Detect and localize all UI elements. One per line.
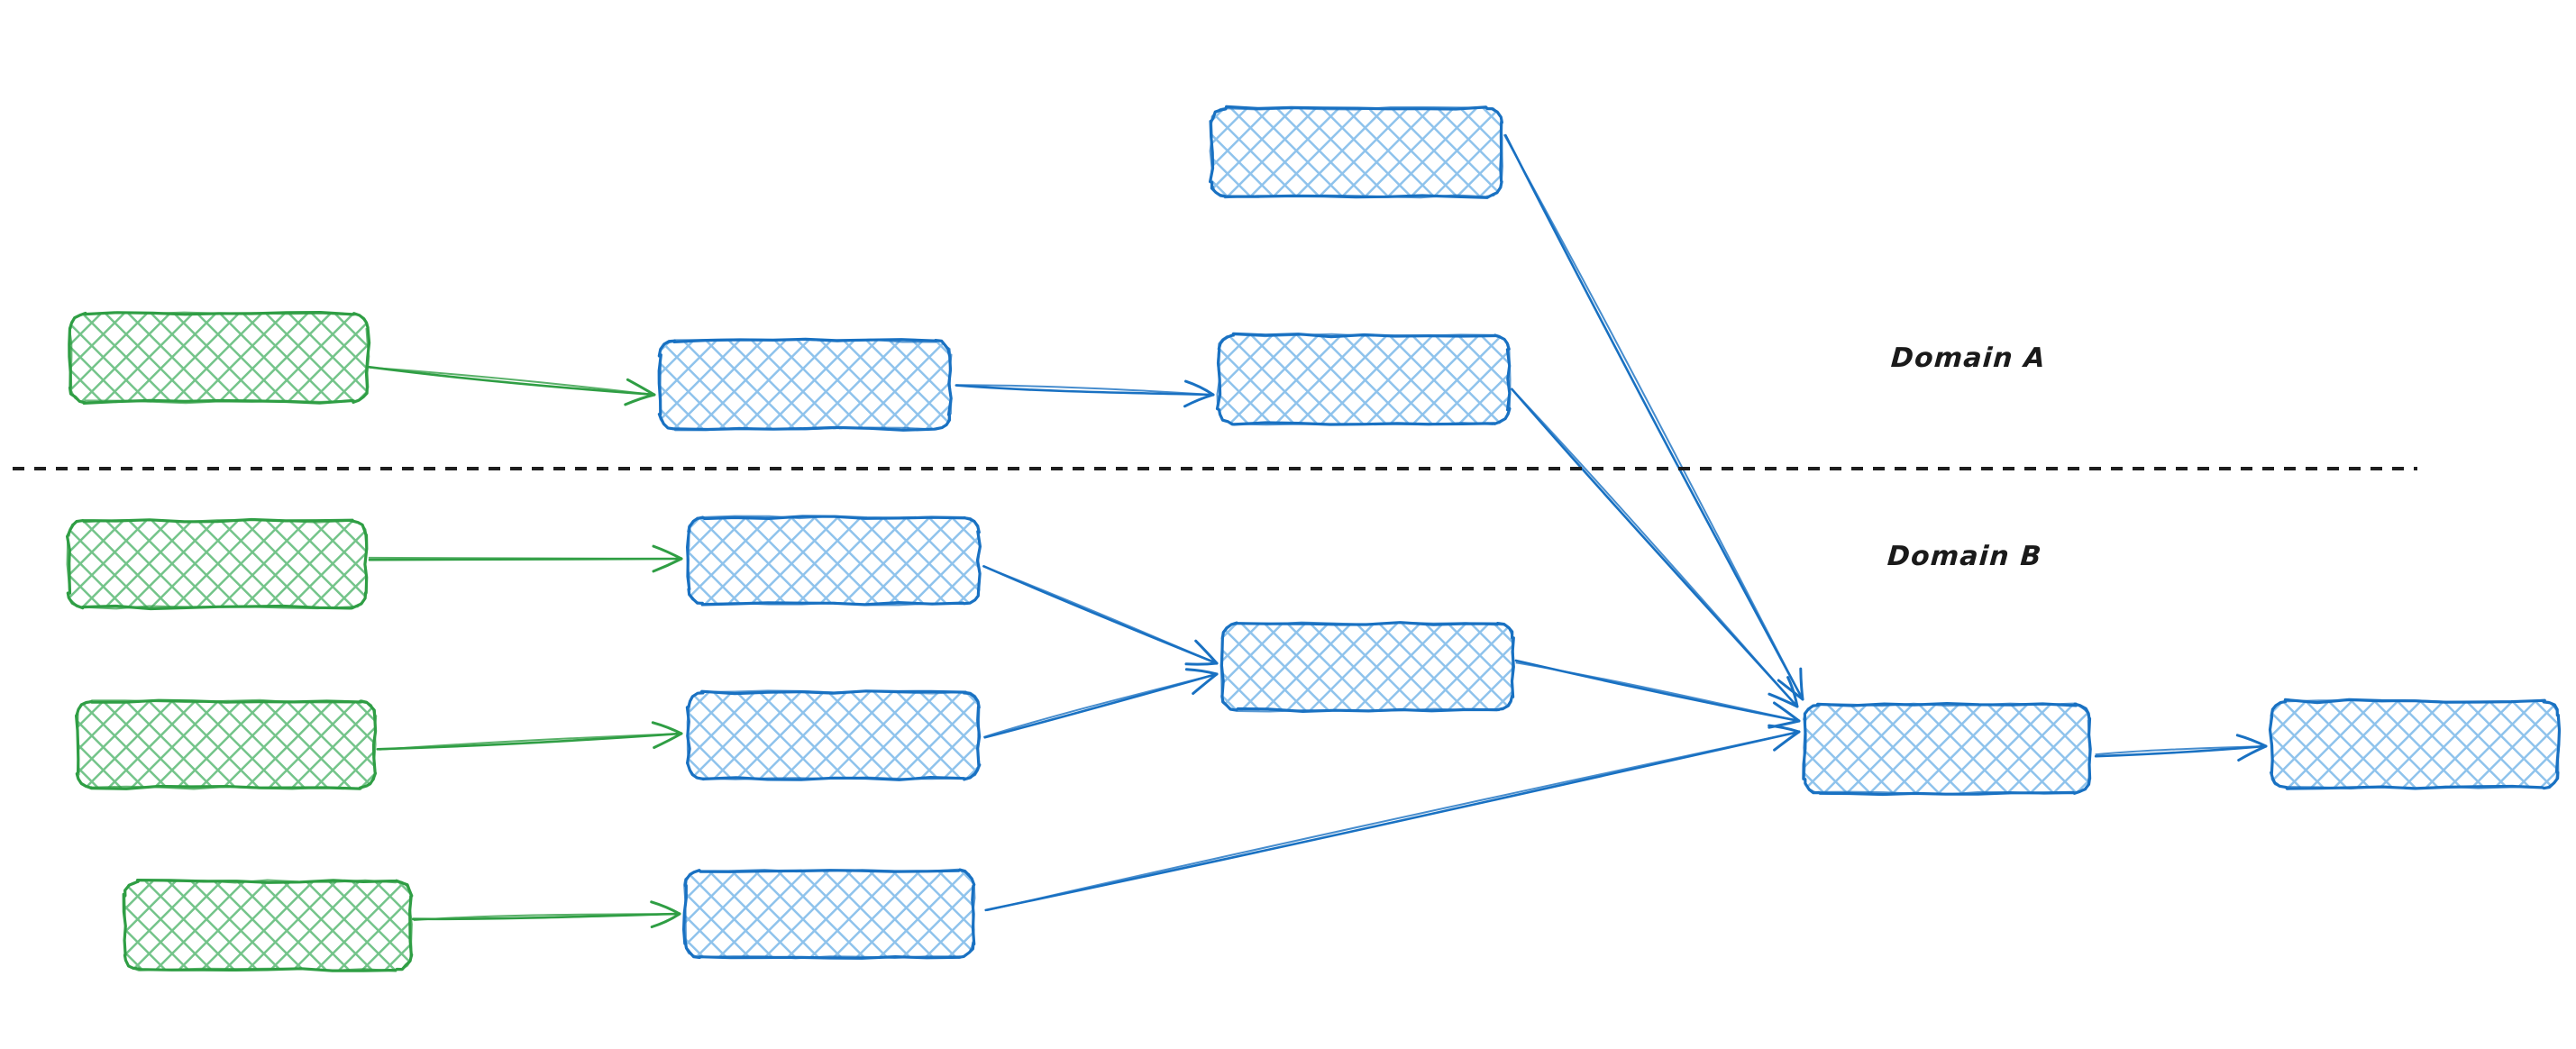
arrowhead-barb	[651, 721, 683, 735]
edge-stroke	[1511, 388, 1796, 705]
arrowhead-barb	[624, 393, 656, 406]
node-a-top-1[interactable]	[1209, 105, 1503, 199]
arrowhead-barb	[2237, 744, 2268, 762]
node-a-src-1[interactable]	[68, 311, 371, 405]
edge-stroke	[2095, 745, 2263, 756]
node-outline	[77, 698, 378, 790]
node-fill	[123, 880, 412, 971]
node-fill	[1211, 107, 1503, 197]
node-fill	[69, 313, 369, 403]
edge-stroke	[413, 913, 677, 922]
edge-e12	[2094, 734, 2268, 762]
node-b-src-3[interactable]	[122, 879, 414, 972]
arrowhead-barb	[1183, 393, 1215, 408]
node-fill	[1804, 704, 2090, 794]
node-outline	[1216, 333, 1512, 426]
node-outline	[66, 517, 369, 611]
node-outline	[1209, 105, 1503, 199]
edge-e11	[1514, 659, 1801, 729]
node-outline	[683, 868, 976, 960]
edge-e7	[411, 900, 681, 928]
arrowhead-barb	[1799, 667, 1804, 701]
node-fill	[1221, 623, 1513, 711]
node-fill	[1218, 334, 1510, 424]
node-fill	[688, 691, 980, 780]
edge-stroke	[986, 731, 1796, 912]
arrowhead-barb	[650, 912, 681, 928]
node-fill	[659, 340, 951, 430]
domain-a-label: Domain A	[1889, 342, 2048, 374]
arrowhead-barb	[652, 557, 683, 573]
arrowhead-barb	[1184, 379, 1215, 397]
node-a-mid-1[interactable]	[657, 337, 953, 432]
edge-stroke	[956, 384, 1210, 396]
edge-e1	[367, 365, 656, 406]
node-b-mid-3[interactable]	[682, 868, 976, 960]
node-outline	[123, 879, 413, 972]
edge-e4	[1511, 388, 1799, 708]
edge-e2	[955, 379, 1215, 408]
arrowhead-barb	[2235, 734, 2268, 748]
arrowhead-barb	[1184, 668, 1219, 676]
edges-layer	[367, 133, 2268, 928]
node-a-right-1[interactable]	[1215, 332, 1512, 426]
node-outline	[1803, 702, 2091, 796]
node-outline	[69, 311, 370, 405]
edge-e5	[368, 544, 683, 573]
node-b-sink-1[interactable]	[1802, 702, 2092, 797]
edge-stroke	[955, 384, 1211, 397]
arrowhead-barb	[1773, 730, 1801, 752]
domain-b-label: Domain B	[1886, 541, 2043, 572]
arrowhead-barb	[653, 732, 683, 749]
edge-e10	[984, 724, 1801, 912]
node-fill	[77, 700, 376, 789]
arrowhead-barb	[1194, 639, 1219, 665]
node-fill	[688, 516, 980, 605]
edge-stroke	[368, 556, 679, 560]
arrowhead-barb	[1768, 719, 1801, 729]
arrowhead-barb	[1773, 701, 1801, 723]
node-b-src-1[interactable]	[66, 517, 369, 611]
edge-stroke	[1503, 133, 1802, 697]
node-fill	[684, 870, 974, 958]
edge-e3	[1503, 133, 1804, 701]
node-outline	[658, 338, 953, 432]
arrowhead-barb	[626, 378, 656, 397]
node-outline	[686, 689, 981, 780]
edge-stroke	[983, 565, 1214, 663]
edge-stroke	[982, 674, 1214, 738]
arrowhead-barb	[1777, 679, 1804, 701]
node-fill	[2270, 700, 2559, 789]
node-outline	[2269, 698, 2561, 790]
edge-stroke	[984, 731, 1797, 912]
node-outline	[1219, 621, 1514, 713]
node-b-mid-1[interactable]	[686, 515, 982, 607]
nodes-layer	[66, 105, 2562, 972]
node-b-join-1[interactable]	[1219, 621, 1515, 713]
edge-stroke	[367, 365, 653, 396]
edge-stroke	[1504, 133, 1803, 698]
node-outline	[686, 515, 981, 607]
edge-stroke	[369, 366, 652, 396]
arrowhead-barb	[1768, 692, 1799, 708]
arrowhead-barb	[1184, 661, 1219, 666]
edge-e6	[376, 721, 683, 751]
node-fill	[68, 520, 367, 608]
edge-e9	[982, 668, 1219, 739]
node-b-sink-2[interactable]	[2268, 698, 2562, 790]
node-b-src-2[interactable]	[75, 698, 378, 790]
edge-stroke	[2094, 744, 2264, 758]
arrowhead-barb	[1192, 672, 1219, 695]
node-b-mid-2[interactable]	[685, 689, 982, 781]
node-outline	[66, 518, 368, 610]
edge-e8	[982, 565, 1219, 666]
edge-stroke	[1515, 661, 1796, 722]
arrowhead-barb	[652, 544, 683, 561]
arrowhead-barb	[1786, 676, 1799, 708]
edge-stroke	[379, 733, 679, 751]
arrowhead-barb	[650, 900, 681, 916]
